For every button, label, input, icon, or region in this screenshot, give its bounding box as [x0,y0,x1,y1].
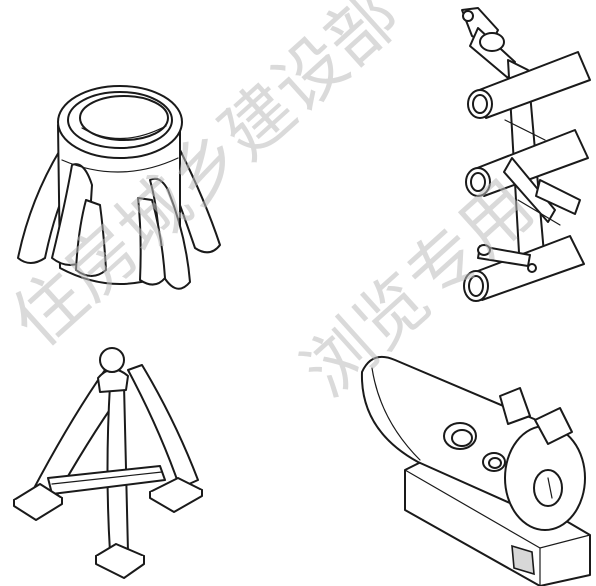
node-casting-with-ribs-icon [17,85,221,290]
tripod-support-node-icon [13,347,203,579]
bearing-support-casting-icon [360,356,591,586]
multi-branch-tube-node-icon [461,7,591,302]
